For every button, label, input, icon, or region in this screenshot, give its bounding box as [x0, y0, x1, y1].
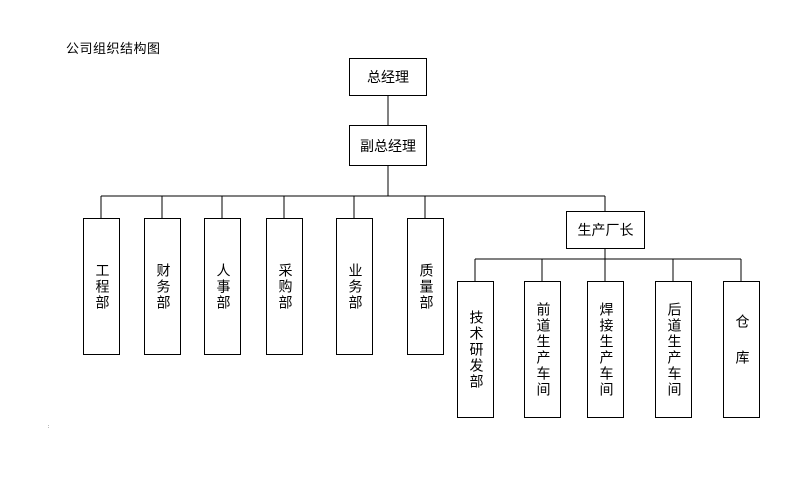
- unit-label: 技术研发部: [467, 309, 484, 390]
- unit-welding-workshop: 焊接生产车间: [587, 281, 624, 418]
- dept-business: 业务部: [336, 218, 373, 355]
- node-factory-head: 生产厂长: [566, 211, 645, 249]
- dept-label: 工程部: [93, 262, 110, 311]
- node-general-manager-label: 总经理: [367, 70, 409, 86]
- unit-back-workshop: 后道生产车间: [655, 281, 692, 418]
- node-general-manager: 总经理: [349, 58, 427, 96]
- chart-title: 公司组织结构图: [66, 42, 161, 57]
- node-deputy-general-manager: 副总经理: [349, 125, 427, 166]
- dept-label: 采购部: [276, 262, 293, 311]
- unit-label: 仓库: [733, 313, 750, 386]
- dept-hr: 人事部: [204, 218, 241, 355]
- unit-rnd: 技术研发部: [457, 281, 494, 418]
- dept-engineering: 工程部: [83, 218, 120, 355]
- node-factory-head-label: 生产厂长: [577, 223, 634, 239]
- dept-finance: 财务部: [144, 218, 181, 355]
- dept-purchasing: 采购部: [266, 218, 303, 355]
- dept-label: 业务部: [346, 262, 363, 311]
- unit-front-workshop: 前道生产车间: [524, 281, 561, 418]
- dept-label: 财务部: [154, 262, 171, 311]
- dept-label: 人事部: [214, 262, 231, 311]
- corner-mark: [48, 425, 52, 428]
- unit-label: 焊接生产车间: [597, 301, 614, 398]
- dept-quality: 质量部: [407, 218, 444, 355]
- node-deputy-label: 副总经理: [360, 138, 416, 155]
- dept-label: 质量部: [417, 262, 434, 311]
- unit-label: 前道生产车间: [534, 301, 551, 398]
- unit-label: 后道生产车间: [665, 301, 682, 398]
- unit-warehouse: 仓库: [723, 281, 760, 418]
